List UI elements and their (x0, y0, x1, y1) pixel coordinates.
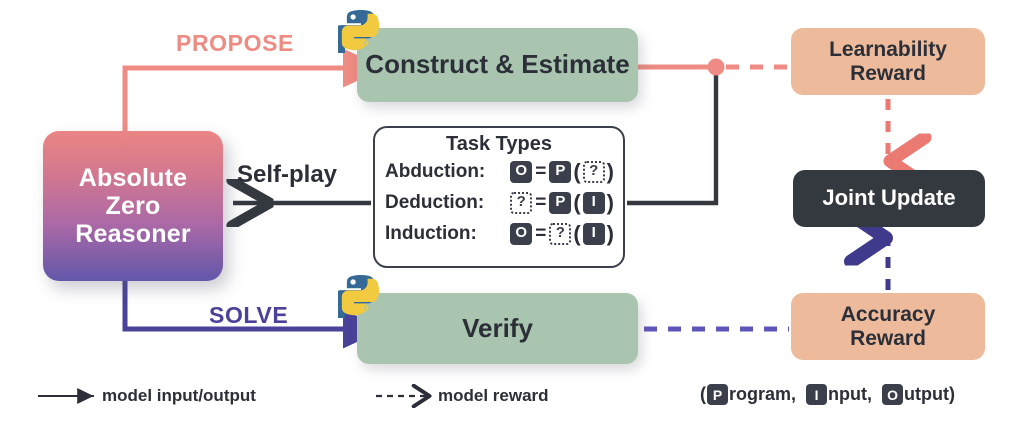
python-icon (338, 10, 380, 53)
legend-model-reward-label: model reward (438, 386, 549, 405)
junction-dot (707, 58, 725, 76)
construct-and-estimate-node[interactable]: Construct & Estimate (338, 10, 638, 102)
task-types-row-abduction: Abduction: O = P ( ? ) (375, 156, 623, 187)
paren-open: ( (573, 189, 581, 215)
verify-node[interactable]: Verify (338, 275, 638, 364)
token-program: P (549, 191, 572, 214)
accuracy-reward-line-1: Accuracy (840, 302, 936, 326)
legend-program-text: rogram, (729, 384, 797, 404)
abduction-expression: O = P ( ? ) (510, 158, 623, 185)
azr-line-3: Reasoner (75, 220, 191, 248)
verify-label: Verify (462, 312, 533, 343)
equals-sign: = (535, 192, 547, 214)
paren-close: ) (606, 189, 614, 215)
token-unknown: ? (582, 160, 605, 183)
accuracy-reward-line-2: Reward (850, 326, 926, 350)
joint-update-node[interactable]: Joint Update (793, 170, 985, 227)
token-input: I (582, 191, 605, 214)
legend-paren-open: ( (700, 384, 706, 404)
learnability-reward-node[interactable]: Learnability Reward (791, 28, 985, 95)
task-types-row-induction: Induction: O = ? ( I ) (375, 218, 623, 249)
token-output: O (510, 222, 533, 245)
joint-update-label: Joint Update (822, 185, 956, 211)
task-types-panel: Task Types Abduction: O = P ( ? ) Deduct… (373, 126, 625, 268)
paren-open: ( (573, 220, 581, 246)
legend-input-text: nput, (828, 384, 873, 404)
learnability-reward-line-1: Learnability (829, 37, 947, 61)
legend-tuple: ( P rogram, I nput, O utput) (700, 384, 955, 405)
edge-propose (122, 48, 385, 132)
equals-sign: = (535, 161, 547, 183)
token-output: O (510, 160, 533, 183)
paren-open: ( (573, 158, 581, 184)
absolute-zero-reasoner-node[interactable]: Absolute Zero Reasoner (43, 131, 223, 281)
learnability-reward-line-2: Reward (850, 61, 926, 85)
legend-output-text: utput) (904, 384, 955, 404)
construct-label: Construct & Estimate (365, 49, 630, 80)
task-types-row-deduction: Deduction: ? = P ( I ) (375, 187, 623, 218)
python-icon (338, 275, 380, 318)
accuracy-reward-node[interactable]: Accuracy Reward (791, 293, 985, 360)
abduction-label: Abduction: (385, 161, 486, 183)
token-program: P (707, 384, 728, 405)
edge-junction-to-tasktypes (627, 67, 719, 206)
legend-model-io-label: model input/output (102, 386, 256, 405)
induction-label: Induction: (385, 223, 477, 245)
deduction-label: Deduction: (385, 192, 485, 214)
token-program: P (549, 160, 572, 183)
token-unknown: ? (549, 222, 572, 245)
selfplay-edge-label: Self-play (237, 161, 338, 188)
solve-edge-label: SOLVE (209, 302, 289, 328)
token-unknown: ? (510, 191, 533, 214)
induction-expression: O = ? ( I ) (510, 220, 623, 247)
token-input: I (806, 384, 828, 405)
paren-close: ) (606, 158, 614, 184)
deduction-expression: ? = P ( I ) (510, 189, 623, 216)
task-types-title: Task Types (446, 133, 552, 155)
azr-line-2: Zero (105, 192, 161, 220)
token-input: I (582, 222, 605, 245)
token-output: O (882, 384, 904, 405)
propose-edge-label: PROPOSE (176, 30, 294, 56)
paren-close: ) (606, 220, 614, 246)
equals-sign: = (535, 223, 547, 245)
azr-line-1: Absolute (78, 164, 188, 192)
